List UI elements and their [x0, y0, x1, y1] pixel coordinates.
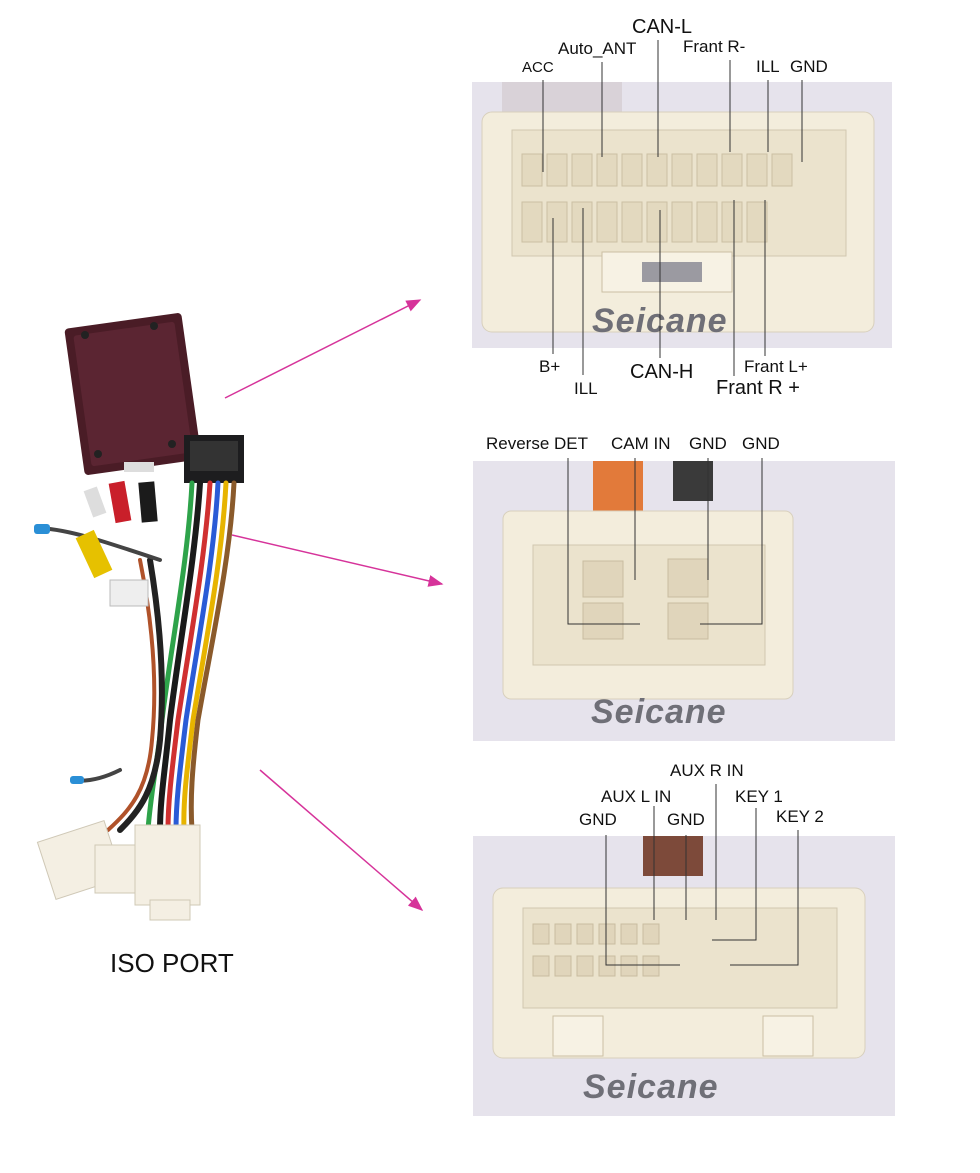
label-gnd-2: GND: [742, 434, 780, 453]
control-module: [64, 313, 202, 475]
arrow-to-connector2: [231, 534, 444, 587]
label-gnd-mid: GND: [667, 810, 705, 829]
label-cam-in: CAM IN: [611, 434, 671, 453]
label-b-plus: B+: [539, 357, 561, 376]
label-gnd-1: GND: [689, 434, 727, 453]
connector2-photo: Seicane: [473, 461, 895, 741]
label-key-1: KEY 1: [735, 787, 783, 806]
label-reverse-det: Reverse DET: [486, 434, 589, 453]
label-gnd-top: GND: [790, 57, 828, 76]
white-connectors: [36, 820, 201, 921]
wire-bundle: [38, 480, 237, 833]
arrow-to-connector1: [224, 299, 422, 399]
label-auto-ant: Auto_ANT: [558, 39, 637, 58]
label-frant-l-plus: Frant L+: [744, 357, 808, 376]
rca-plugs: [34, 480, 158, 784]
label-frant-r-plus: Frant R +: [716, 377, 800, 399]
label-key-2: KEY 2: [776, 807, 824, 826]
arrow-to-connector3: [259, 769, 424, 911]
label-acc: ACC: [522, 59, 554, 76]
label-frant-r-minus: Frant R-: [683, 37, 746, 56]
connector1-body: [472, 82, 892, 348]
label-aux-r-in: AUX R IN: [670, 761, 744, 780]
connector2-brand: Seicane: [591, 693, 727, 731]
connector3-body: [473, 836, 895, 1116]
connector3-photo: Seicane: [473, 836, 895, 1116]
label-can-l: CAN-L: [632, 16, 693, 38]
black-plug: [184, 435, 244, 483]
label-can-h: CAN-H: [630, 361, 694, 383]
label-aux-l-in: AUX L IN: [601, 787, 672, 806]
connector1-brand: Seicane: [592, 302, 728, 340]
connector3-brand: Seicane: [583, 1068, 719, 1106]
connector1-photo: Seicane: [472, 82, 892, 348]
iso-port-caption: ISO PORT: [110, 948, 234, 978]
connector2-body: [473, 461, 895, 741]
label-gnd-left: GND: [579, 810, 617, 829]
label-ill-bottom: ILL: [574, 379, 598, 398]
label-ill-top: ILL: [756, 57, 780, 76]
